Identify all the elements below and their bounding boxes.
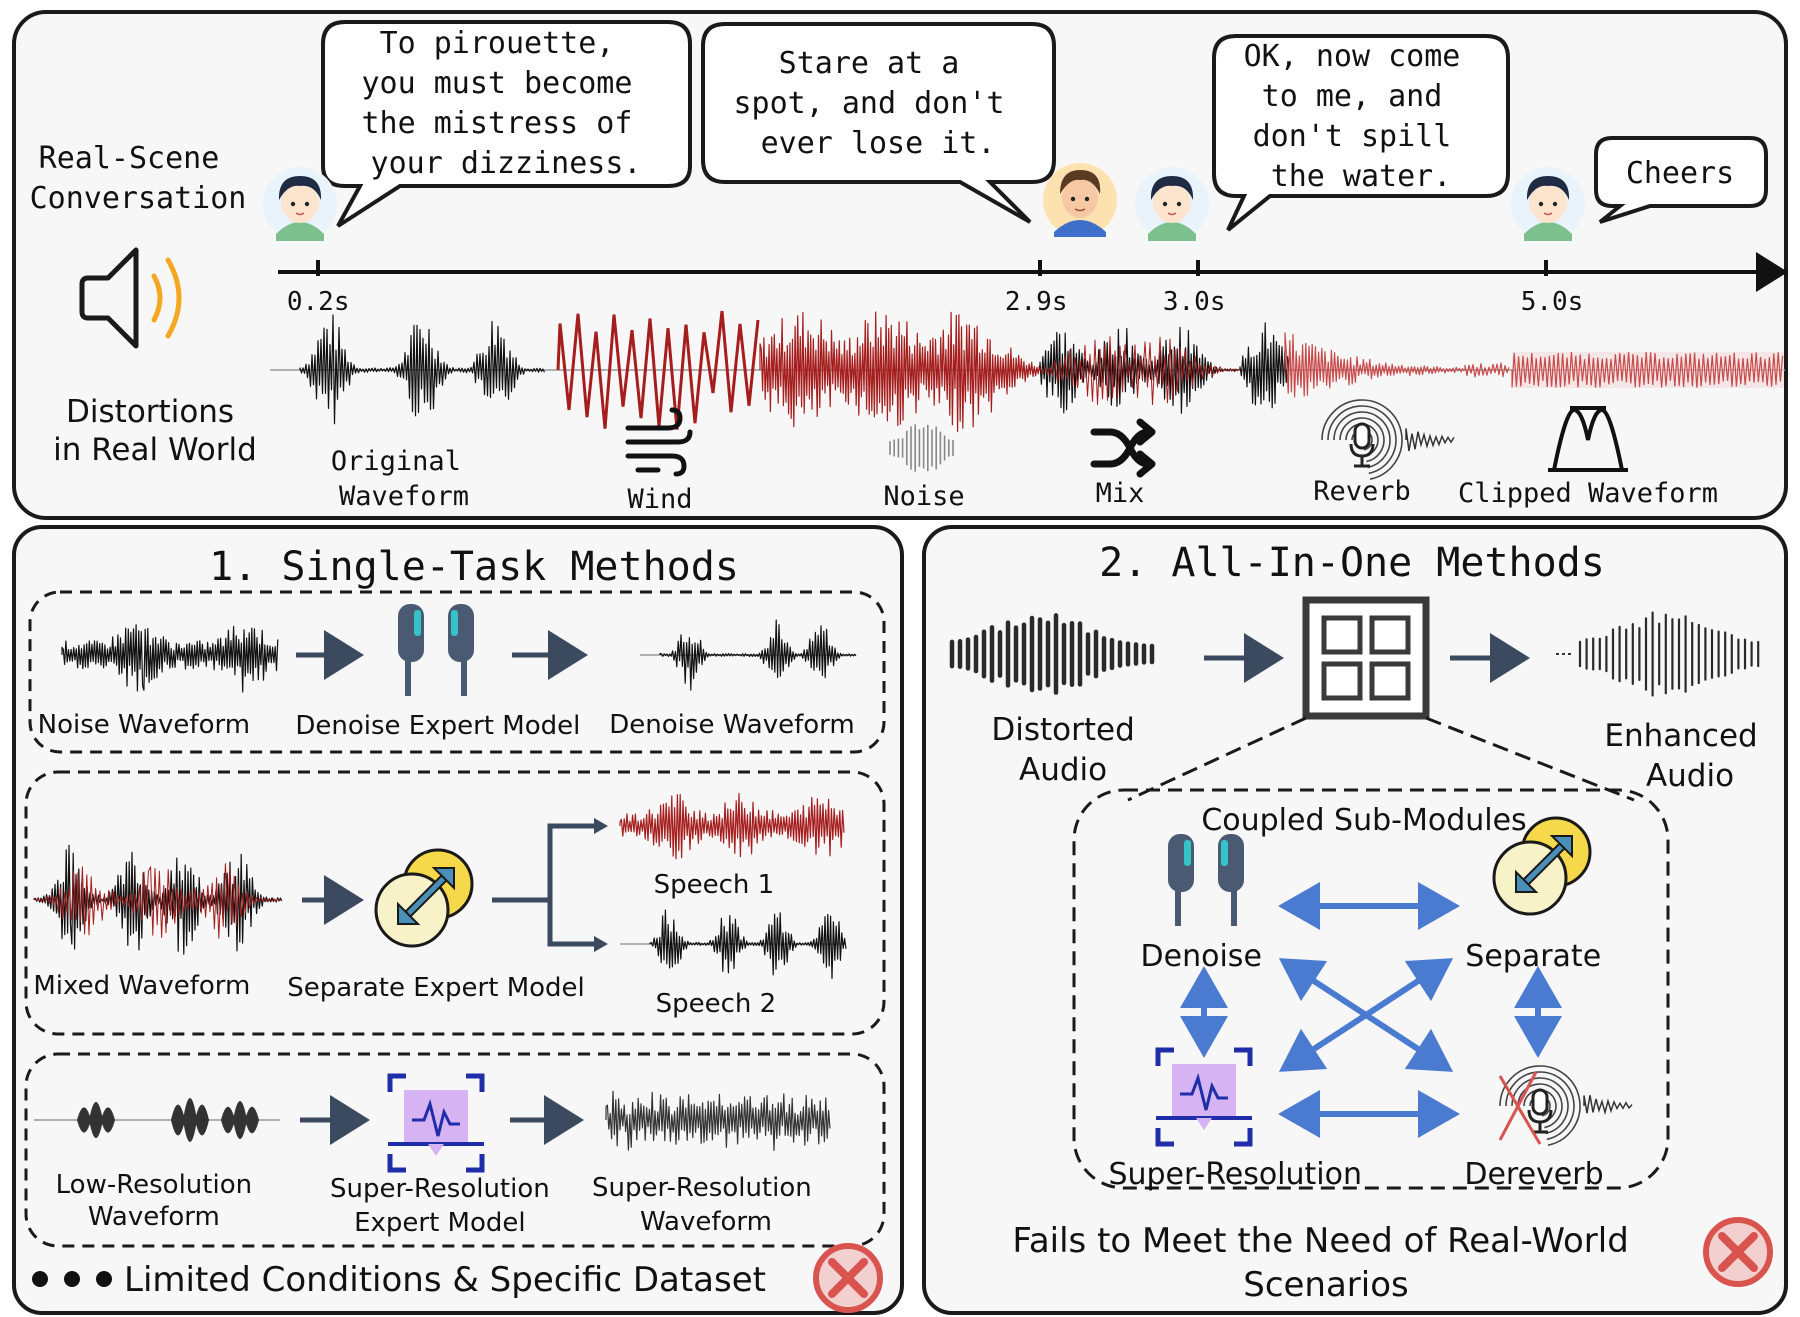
super-resolution-module-label: Super-Resolution: [1108, 1157, 1362, 1192]
speaker-avatar-2: [1043, 163, 1117, 237]
fail-icon-all-in-one: [1706, 1220, 1770, 1284]
all-in-one-footer: Fails to Meet the Need of Real-World Sce…: [1012, 1221, 1639, 1305]
fail-icon-single: [816, 1246, 880, 1310]
time-ticks: [316, 260, 1548, 276]
svg-text:Stare at a spot, and don: Stare at a spot, and don't ever lose it.: [734, 46, 1023, 161]
distorted-audio-label-1: Distorted: [991, 712, 1134, 748]
zoom-line-right: [1425, 716, 1635, 802]
distorted-audio-waveform: [949, 613, 1155, 695]
mixed-waveform: [33, 844, 283, 955]
original-waveform-label: Original Waveform: [331, 446, 477, 512]
enhanced-audio-waveform: [1556, 611, 1760, 697]
denoise-waveform-label: Denoise Waveform: [609, 710, 854, 740]
svg-text:Speech 1 Speech 2 Mixe: Speech 1 Speech 2 Mixed Waveform Separat…: [33, 870, 784, 1019]
distortions-title: Distortions in Real World: [53, 394, 257, 468]
sr-expert-label-1: Super-Resolution: [330, 1174, 550, 1204]
speech-2-waveform: [620, 909, 847, 980]
speech-bubble-1: To pirouette, you must become the mistre…: [321, 20, 692, 228]
speech-bubble-3: OK, now come to me, and don't spill the …: [1212, 34, 1510, 232]
super-resolution-waveform: [605, 1090, 831, 1152]
coupling-arrows: [1180, 882, 1562, 1138]
separate-module-label: Separate: [1465, 939, 1601, 974]
sr-waveform-label-2: Waveform: [640, 1207, 772, 1237]
low-resolution-label-2: Waveform: [88, 1202, 220, 1232]
speech-1-waveform: [619, 793, 845, 860]
clipped-waveform-label: Clipped Waveform: [1458, 478, 1718, 509]
enhanced-audio-label-2: Audio: [1646, 758, 1734, 794]
mix-label: Mix: [1096, 478, 1145, 509]
speaker-avatar-3: [1134, 166, 1210, 242]
speech-1-label: Speech 1: [654, 870, 775, 900]
single-task-title: 1. Single-Task Methods: [209, 544, 739, 590]
mixed-waveform-label: Mixed Waveform: [33, 971, 250, 1001]
reverb-label: Reverb: [1313, 476, 1411, 507]
time-label-1: 2.9s: [1005, 287, 1068, 317]
svg-text:Low-Resolution Waveform: Low-Resolution Waveform Super-Resolution…: [56, 1170, 820, 1238]
distorted-waveform-strip: [270, 310, 1785, 432]
noise-waveform: [61, 624, 279, 693]
reverb-icon: [1321, 399, 1455, 480]
svg-text:Distorted Audio Enhanc: Distorted Audio Enhanced Audio: [991, 712, 1767, 794]
speaker-avatar-1: [262, 166, 338, 242]
denoise-waveform: [640, 619, 857, 691]
speech-bubble-4: Cheers: [1594, 136, 1768, 224]
super-resolution-row: [24, 1052, 886, 1248]
sr-waveform-label-1: Super-Resolution: [592, 1173, 812, 1203]
svg-text:Noise Waveform Denoise Exp: Noise Waveform Denoise Expert Model Deno…: [38, 710, 855, 741]
time-label-0: 0.2s: [287, 287, 350, 317]
denoise-row: [28, 590, 886, 754]
clipped-waveform-icon: [1548, 406, 1628, 472]
speech-bubble-2: Stare at a spot, and don't ever lose it.: [701, 22, 1056, 224]
speech-2-label: Speech 2: [656, 989, 777, 1019]
all-in-one-model-icon: [1302, 596, 1430, 720]
time-label-3: 5.0s: [1521, 287, 1584, 317]
noise-waveform-label: Noise Waveform: [38, 710, 250, 740]
low-resolution-label-1: Low-Resolution: [56, 1170, 252, 1200]
denoise-module-label: Denoise: [1141, 939, 1262, 974]
low-resolution-waveform: [34, 1098, 280, 1142]
noise-icon: [889, 424, 954, 472]
denoise-expert-model-label: Denoise Expert Model: [295, 711, 580, 741]
svg-text:Cheers: Cheers: [1626, 156, 1734, 191]
sr-expert-label-2: Expert Model: [354, 1208, 526, 1238]
time-label-2: 3.0s: [1163, 287, 1226, 317]
dereverb-module-icon: [1498, 1065, 1633, 1146]
svg-text:OK, now come to me, and: OK, now come to me, and don't spill the …: [1244, 39, 1479, 194]
zoom-line-left: [1127, 716, 1307, 802]
coupled-sub-modules-box: [1072, 788, 1670, 1190]
svg-text:To pirouette, you must b: To pirouette, you must become the mistre…: [362, 26, 651, 181]
svg-text:0.2s 2.9s 3.0s 5.0: 0.2s 2.9s 3.0s 5.0s: [287, 287, 1583, 317]
all-in-one-title: 2. All-In-One Methods: [1099, 540, 1605, 586]
wind-icon: [625, 407, 693, 477]
mix-icon: [1090, 418, 1156, 478]
wind-label: Wind: [627, 484, 692, 515]
single-task-footer: Limited Conditions & Specific Dataset: [124, 1260, 766, 1300]
separate-branch: [492, 823, 600, 947]
speaker-avatar-4: [1510, 166, 1586, 242]
ellipsis-dots: [32, 1271, 112, 1287]
coupled-sub-modules-title: Coupled Sub-Modules: [1201, 803, 1526, 838]
enhanced-audio-label-1: Enhanced: [1604, 718, 1757, 754]
real-scene-title: Real-Scene Conversation: [30, 141, 247, 216]
distorted-audio-label-2: Audio: [1019, 752, 1107, 788]
noise-label: Noise: [883, 481, 964, 512]
speaker-icon: [79, 247, 182, 349]
separate-row: [24, 770, 886, 1036]
dereverb-module-label: Dereverb: [1464, 1157, 1603, 1192]
separate-expert-model-label: Separate Expert Model: [287, 973, 585, 1003]
